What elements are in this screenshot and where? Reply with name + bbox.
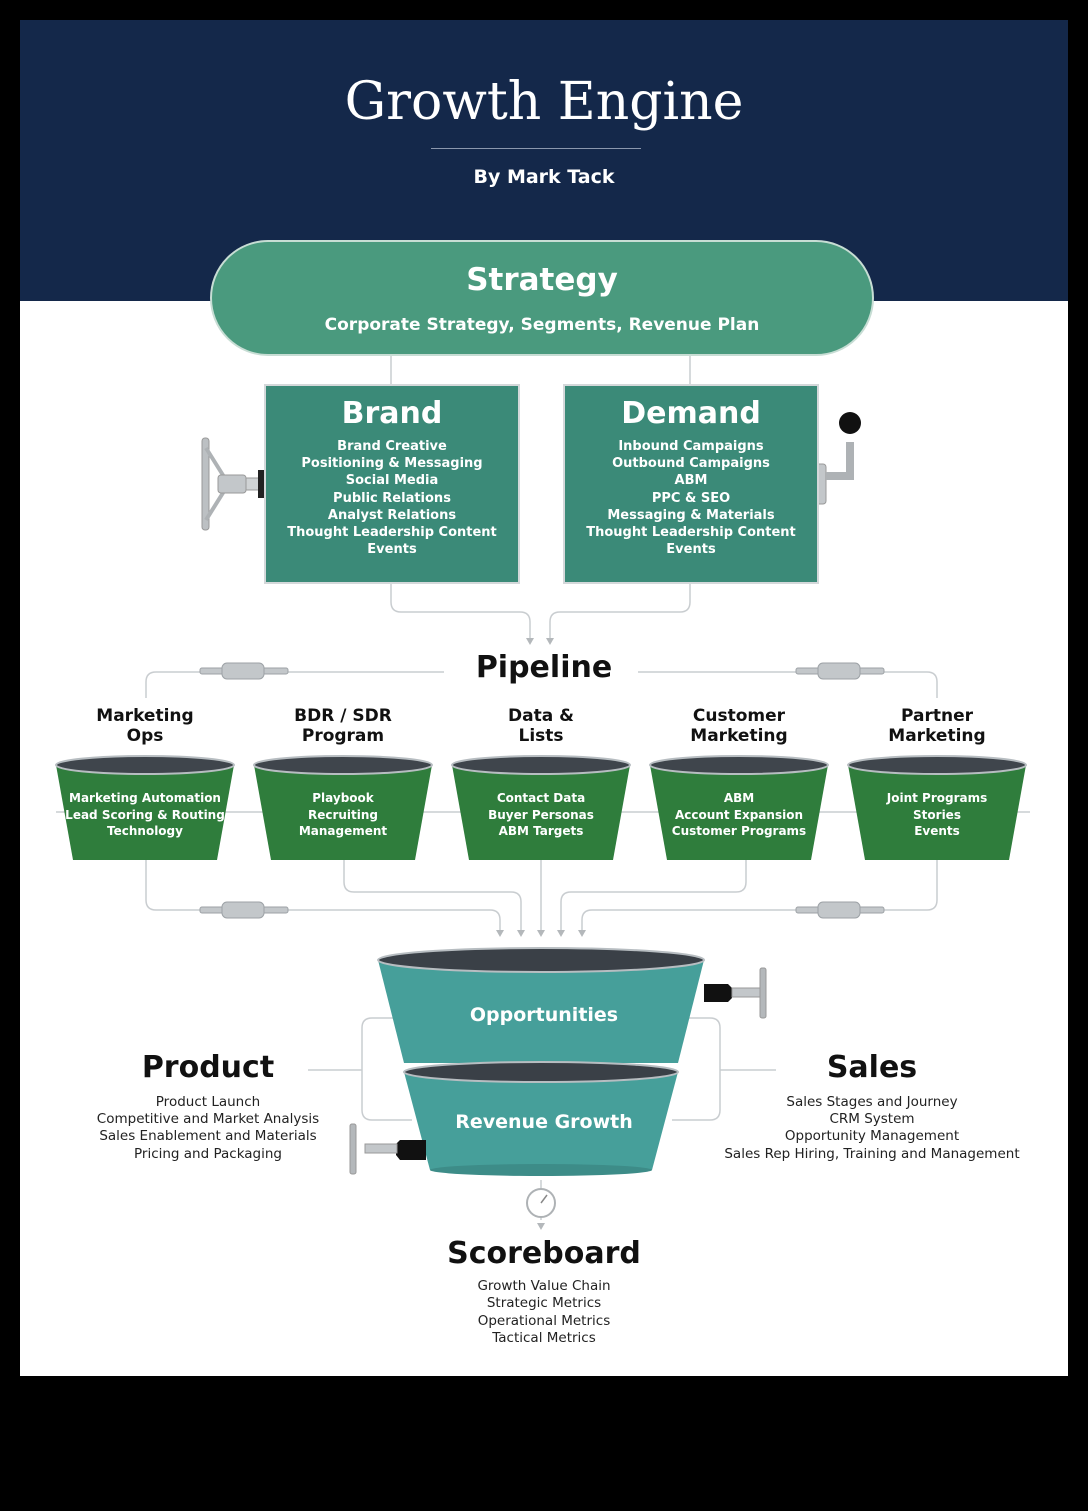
demand-item: Inbound Campaigns [618,439,764,454]
scoreboard-item: Strategic Metrics [486,1295,602,1312]
sales-item: Sales Rep Hiring, Training and Managemen… [724,1145,1020,1162]
bucket-bdr-sdr: Playbook Recruiting Management [253,790,433,840]
brand-box: Brand Brand Creative Positioning & Messa… [264,384,520,584]
brand-list: Brand Creative Positioning & Messaging S… [266,438,518,558]
bucket-item: Account Expansion [675,807,803,822]
column-label-line: Lists [518,726,564,746]
strategy-subtitle: Corporate Strategy, Segments, Revenue Pl… [324,315,760,335]
scoreboard-item: Growth Value Chain [477,1278,611,1294]
funnel-revenue-growth-label: Revenue Growth [455,1111,633,1133]
demand-box: Demand Inbound Campaigns Outbound Campai… [563,384,819,584]
bucket-item: Technology [107,824,183,838]
column-label-bdr-sdr: BDR / SDR Program [253,706,433,746]
column-label-line: Partner [900,706,973,726]
column-label-partner-marketing: Partner Marketing [847,706,1027,746]
strategy-title: Strategy [466,262,618,298]
product-item: Sales Enablement and Materials [99,1128,317,1145]
column-label-line: Program [301,726,385,746]
bucket-customer-marketing: ABM Account Expansion Customer Programs [649,790,829,840]
scoreboard-list: Growth Value Chain Strategic Metrics Ope… [20,1278,1068,1348]
demand-item: PPC & SEO [651,490,731,506]
sales-item: Sales Stages and Journey [786,1094,958,1110]
scoreboard-title: Scoreboard [447,1236,641,1271]
scoreboard-item: Operational Metrics [477,1312,611,1329]
brand-title: Brand [341,396,443,431]
bucket-item: Joint Programs [886,791,988,805]
byline: By Mark Tack [473,166,615,188]
bucket-partner-marketing: Joint Programs Stories Events [847,790,1027,840]
brand-item: Brand Creative [337,439,447,454]
sales-item: CRM System [829,1111,915,1128]
bucket-item: Customer Programs [671,824,807,838]
demand-item: ABM [674,473,708,489]
column-label-line: BDR / SDR [294,706,392,726]
demand-item: Thought Leadership Content [586,525,796,541]
bucket-item: Playbook [312,791,374,805]
bucket-item: Stories [913,807,961,822]
strategy-panel: Strategy Corporate Strategy, Segments, R… [210,240,874,356]
bucket-item: Management [298,824,388,838]
demand-title: Demand [621,396,761,431]
scoreboard-item: Tactical Metrics [492,1330,596,1347]
brand-item: Analyst Relations [327,507,457,523]
product-list: Product Launch Competitive and Market An… [68,1094,348,1163]
brand-item: Positioning & Messaging [301,456,483,472]
pipeline-title: Pipeline [475,650,613,685]
column-label-data-lists: Data & Lists [451,706,631,746]
brand-item: Thought Leadership Content [287,525,497,541]
column-label-line: Marketing [888,726,986,746]
column-label-customer-marketing: Customer Marketing [649,706,829,746]
page-title: Growth Engine [344,72,744,132]
column-label-line: Data & [508,706,574,726]
product-item: Competitive and Market Analysis [96,1111,320,1128]
demand-item: Messaging & Materials [607,507,775,523]
brand-item: Public Relations [333,490,451,506]
column-label-line: Marketing [690,726,788,746]
sales-title: Sales [826,1050,918,1085]
bucket-item: Buyer Personas [488,807,594,822]
bucket-item: Recruiting [307,807,379,822]
demand-item: Events [666,542,716,558]
connector-graphics [55,356,1030,1230]
bucket-item: Lead Scoring & Routing [65,807,225,822]
column-label-marketing-ops: Marketing Ops [55,706,235,746]
bucket-item: Contact Data [496,791,586,805]
demand-item: Outbound Campaigns [612,456,770,472]
demand-list: Inbound Campaigns Outbound Campaigns ABM… [565,438,817,558]
bucket-item: Events [914,824,960,838]
sales-item: Opportunity Management [784,1128,960,1145]
product-title: Product [141,1050,275,1085]
brand-item: Events [367,542,417,558]
brand-item: Social Media [345,473,439,489]
funnel-opportunities-label: Opportunities [469,1004,619,1026]
bucket-data-lists: Contact Data Buyer Personas ABM Targets [451,790,631,840]
column-label-line: Marketing [96,706,194,726]
bucket-item: ABM [723,791,755,805]
title-divider [431,148,641,149]
bucket-item: Marketing Automation [69,791,221,805]
infographic-sheet: Growth Engine By Mark Tack [20,20,1068,1376]
column-label-line: Ops [126,726,164,746]
sales-list: Sales Stages and Journey CRM System Oppo… [712,1094,1032,1163]
bucket-marketing-ops: Marketing Automation Lead Scoring & Rout… [55,790,235,840]
bucket-item: ABM Targets [498,824,584,838]
column-label-line: Customer [692,706,786,726]
product-item: Pricing and Packaging [133,1145,282,1162]
product-item: Product Launch [155,1094,261,1110]
